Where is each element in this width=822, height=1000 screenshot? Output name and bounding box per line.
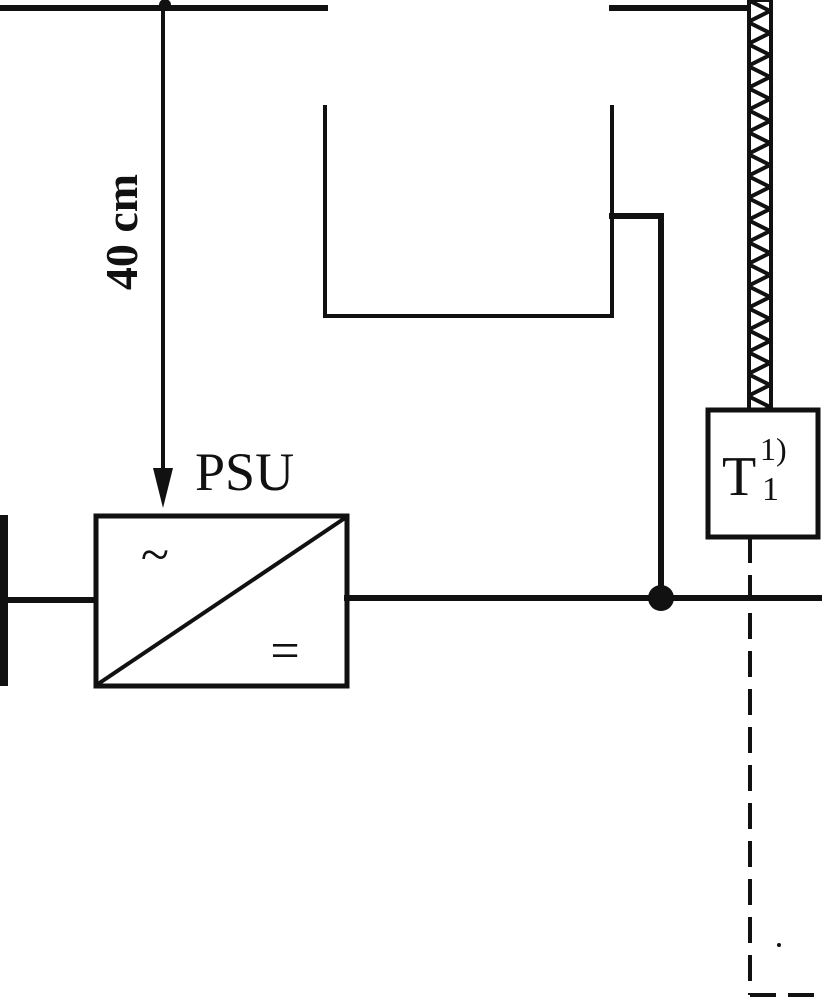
dimension-label: 40 cm [96,174,147,290]
block-connector-wire [609,213,664,599]
psu-label: PSU [195,442,294,502]
psu-converter: ~ = [93,513,350,689]
sensor-symbol: T [722,446,756,508]
temperature-sensor: T 1 1) [705,407,821,540]
psu-diagonal [96,516,347,686]
stray-dot [777,943,781,947]
dimension-arrowhead [153,468,173,508]
psu-dc-symbol: = [270,623,299,680]
sensor-box [705,407,821,540]
central-block [323,105,614,318]
output-junction-dot [648,585,674,611]
sensor-subscript: 1 [762,471,779,508]
psu-ac-symbol: ~ [141,527,169,584]
sensor-footnote: 1) [760,431,787,467]
sensor-probe-hatched [747,0,773,412]
